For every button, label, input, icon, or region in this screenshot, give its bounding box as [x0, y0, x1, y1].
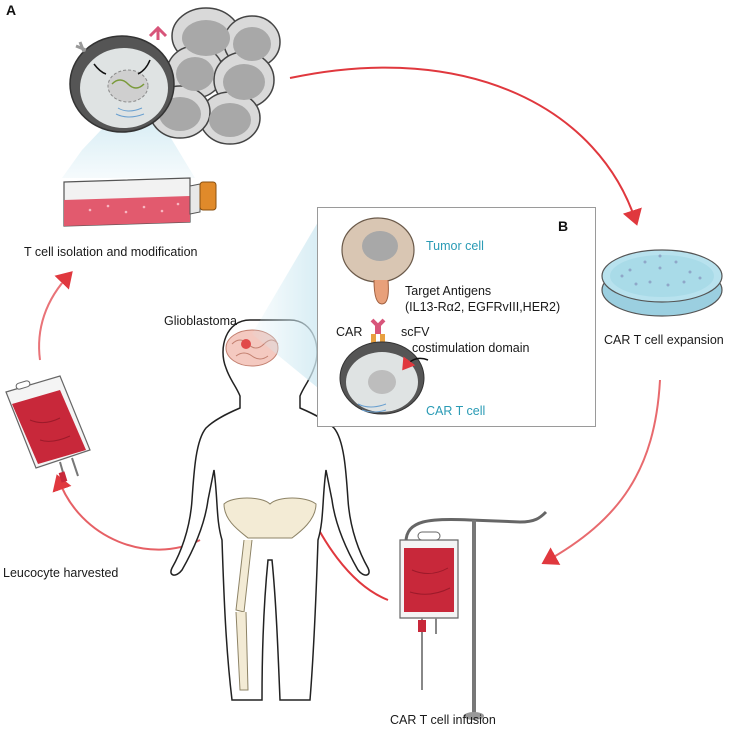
infusion-label: CAR T cell infusion — [390, 713, 496, 727]
arrow-to-expansion — [289, 66, 642, 226]
zoom-wedge — [252, 222, 318, 388]
isolation-label: T cell isolation and modification — [24, 245, 198, 259]
panel-b-letter: B — [558, 218, 569, 234]
arrow-to-infusion — [541, 379, 661, 565]
human-body — [170, 319, 370, 701]
glioblastoma-label: Glioblastoma — [164, 314, 237, 328]
car-t-cell-label: CAR T cell — [426, 404, 486, 418]
infusion-stand — [399, 510, 548, 720]
harvested-label: Leucocyte harvested — [3, 566, 119, 580]
scfv-label: scFV — [401, 325, 430, 339]
antigen-list-label: (IL13-Rα2, EGFRvIII,HER2) — [405, 300, 561, 314]
arrow-harvest-to-isolation — [38, 271, 73, 361]
expansion-label: CAR T cell expansion — [604, 333, 724, 347]
culture-flask — [63, 177, 217, 227]
car-label: CAR — [336, 325, 363, 339]
cycle-arrows — [38, 66, 661, 601]
cell-cluster — [62, 7, 281, 178]
tumor-cell-label: Tumor cell — [426, 239, 484, 253]
panel-a-letter: A — [6, 2, 17, 18]
costimulation-label: costimulation domain — [412, 341, 530, 355]
panel-b: B Tumor cell Target Antigens (IL13-Rα2, … — [317, 207, 596, 427]
petri-dish — [601, 249, 723, 317]
arrow-body-to-harvest — [52, 474, 201, 551]
blood-bag-left — [5, 375, 91, 483]
target-antigens-label: Target Antigens — [405, 284, 492, 298]
panel-b-illustration — [339, 217, 429, 415]
